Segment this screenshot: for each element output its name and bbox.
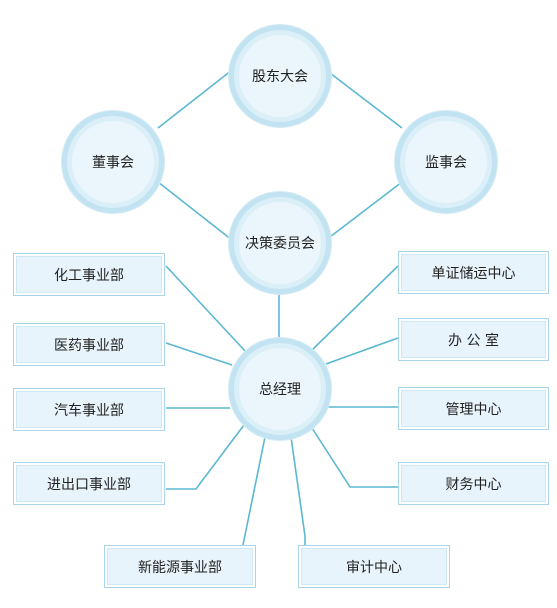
board-label: 董事会 [92, 155, 134, 171]
shareholders-label: 股东大会 [252, 69, 308, 85]
dept-label: 化工事业部 [54, 267, 124, 284]
dept-label: 汽车事业部 [54, 402, 124, 419]
line-gm-dept-4 [166, 424, 245, 490]
dept-box-auto: 汽车事业部 [13, 388, 165, 431]
line-supervisors-committee [325, 181, 403, 241]
dept-box-new-energy: 新能源事业部 [104, 545, 256, 588]
line-shareholders-supervisors [325, 69, 403, 129]
gm-label: 总经理 [259, 382, 301, 398]
dept-box-management: 管理中心 [398, 387, 549, 430]
dept-box-finance: 财务中心 [398, 462, 549, 505]
dept-box-pharma: 医药事业部 [13, 323, 165, 366]
committee-node: 决策委员会 [229, 192, 331, 294]
line-gm-dept-10 [311, 427, 398, 488]
dept-box-chemical: 化工事业部 [13, 253, 165, 296]
line-gm-dept-8 [325, 337, 399, 365]
dept-label: 办 公 室 [448, 332, 499, 349]
dept-box-import-export: 进出口事业部 [13, 462, 165, 505]
dept-label: 医药事业部 [54, 337, 124, 354]
line-shareholders-board [157, 69, 233, 129]
line-gm-dept-6 [290, 436, 306, 545]
line-gm-dept-2 [165, 342, 233, 366]
shareholders-node: 股东大会 [229, 25, 331, 127]
board-node: 董事会 [62, 111, 164, 213]
dept-label: 财务中心 [445, 476, 502, 493]
dept-box-audit: 审计中心 [298, 545, 450, 588]
dept-label: 进出口事业部 [47, 476, 131, 493]
dept-label: 管理中心 [445, 401, 502, 418]
dept-label: 单证储运中心 [431, 265, 516, 282]
supervisors-node: 监事会 [395, 111, 497, 213]
committee-label: 决策委员会 [245, 236, 315, 252]
supervisors-label: 监事会 [425, 155, 467, 171]
gm-node: 总经理 [229, 338, 331, 440]
line-board-committee [157, 181, 233, 241]
dept-label: 审计中心 [346, 559, 402, 576]
dept-box-documents-logistics: 单证储运中心 [398, 251, 549, 294]
dept-box-office: 办 公 室 [398, 318, 549, 361]
dept-label: 新能源事业部 [138, 559, 222, 576]
line-gm-dept-1 [165, 265, 247, 353]
line-gm-dept-5 [242, 436, 266, 546]
line-gm-dept-7 [311, 265, 399, 351]
